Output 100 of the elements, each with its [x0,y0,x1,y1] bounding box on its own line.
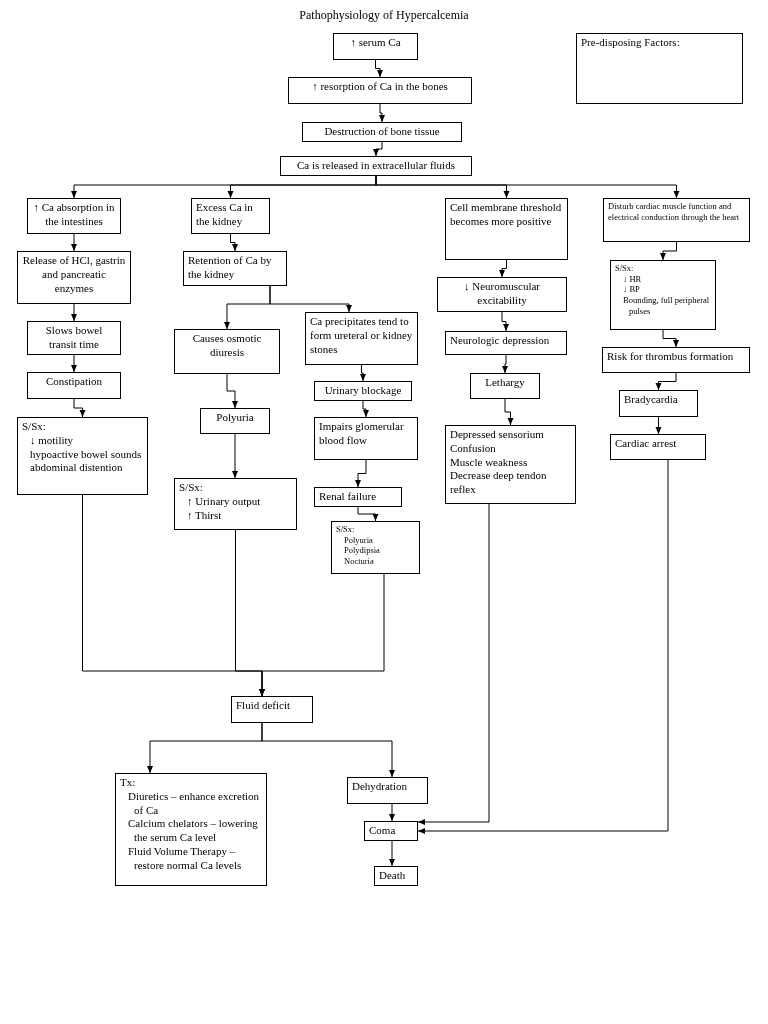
process-box [191,198,270,234]
box-text: Nocturia [343,555,375,567]
process-box [333,33,418,60]
arrow [355,459,367,488]
process-box [347,777,428,804]
box-text: Renal failure [319,490,378,504]
box-text: Slows bowel transit time [44,324,104,352]
box-text: Causes osmotic diuresis [191,332,263,360]
box-text: ↑ resorption of Ca in the bones [311,80,449,94]
process-box [200,408,270,434]
arrow [655,416,662,435]
box-text: Diuretics – enhance excretion of Ca [127,789,261,818]
arrow [360,364,366,382]
process-box [231,696,313,723]
box-text: Polydipsia [343,545,381,556]
box-text: Impairs glomerular blood flow [319,420,405,448]
box-text: hypoactive bowel sounds [29,447,143,462]
process-box [445,331,567,355]
box-text: Depressed sensorium [450,428,545,442]
arrow [373,141,383,157]
box-text: Tx: [120,776,137,790]
process-box [305,312,418,365]
arrow [501,311,509,332]
box-text: ↑ Ca absorption in the intestines [32,201,116,229]
box-text: Polyuria [343,534,374,546]
process-box [27,372,121,399]
box-text: ↑ Thirst [186,508,223,523]
process-box [445,198,568,260]
process-box [470,373,540,399]
box-text: Bounding, full peripheral pulses [622,294,711,317]
box-text: Urinary blockage [323,384,403,398]
box-text: ↓ HR [622,273,643,285]
arrow [389,803,395,822]
box-text: Confusion [450,441,497,456]
process-box [314,487,402,507]
arrow [71,303,77,322]
process-box [374,866,418,886]
process-box [115,773,267,886]
process-box [17,251,131,304]
process-box [280,156,472,176]
box-text: Cardiac arrest [615,437,678,451]
arrow [261,722,395,778]
process-box [603,198,750,242]
process-box [183,251,287,286]
box-text: Retention of Ca by the kidney [188,254,273,282]
process-box [445,425,576,504]
box-text: ↑ serum Ca [349,36,402,50]
box-text: Cell membrane threshold becomes more positive [450,201,563,229]
arrow [357,506,379,522]
box-text: Disturb cardiac muscle function and electrical conduction through the heart [608,201,741,223]
arrow [259,573,385,697]
box-text: ↓ motility [29,433,75,448]
arrow [389,840,395,867]
box-text: Bradycardia [624,393,679,407]
arrow [362,400,369,418]
box-text: Dehydration [352,780,408,794]
arrow [655,372,677,391]
process-box [331,521,420,574]
arrow [375,175,680,199]
process-box [174,329,280,374]
box-text: Decrease deep tendon reflex [450,469,548,497]
box-text: Fluid Volume Therapy – restore normal Ca levels [127,844,243,873]
process-box [314,381,412,401]
box-text: Risk for thrombus formation [607,350,735,364]
process-box [288,77,472,104]
arrow [230,233,238,252]
process-box [314,417,418,460]
box-text: Muscle weakness [450,455,529,470]
box-text: ↑ Urinary output [186,494,262,509]
box-text: S/Sx: [22,420,47,434]
arrow [502,354,508,374]
arrow [417,503,490,825]
box-text: Polyuria [215,411,255,425]
process-box [364,821,418,841]
box-text: Release of HCl, gastrin and pancreatic enzymes [22,254,126,296]
box-text: Constipation [44,375,104,389]
box-text: Excess Ca in the kidney [196,201,254,229]
process-box [619,390,698,417]
arrow [71,233,77,252]
box-text: abdominal distention [29,461,124,475]
arrow [269,285,352,313]
box-text: S/Sx: [615,263,635,274]
box-text: Ca is released in extracellular fluids [296,159,456,173]
process-box [174,478,297,530]
box-text: S/Sx: [336,524,356,535]
arrow [660,241,677,261]
process-box [27,321,121,355]
box-text: ↓ Neuromuscular excitability [462,280,542,308]
process-box [437,277,567,312]
process-box [576,33,743,104]
box-text: Pre-disposing Factors: [581,36,681,50]
box-text: Death [379,869,407,883]
box-text: Coma [369,824,397,838]
arrow [226,373,238,409]
process-box [302,122,462,142]
box-text: Destruction of bone tissue [323,125,441,139]
arrow [504,398,514,426]
box-text: Ca precipitates tend to form ureteral or kidney stones [310,315,413,357]
process-box [602,347,750,373]
process-box [17,417,148,495]
